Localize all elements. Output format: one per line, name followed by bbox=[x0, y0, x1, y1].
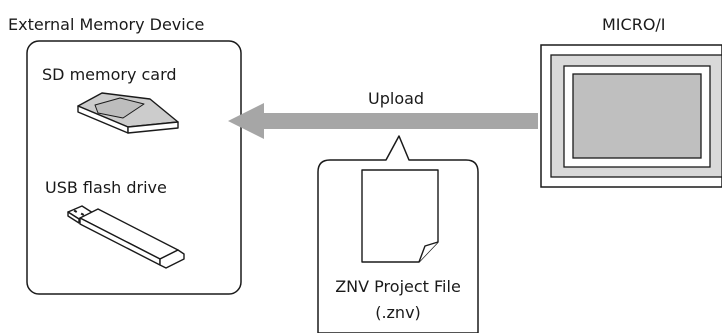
touchscreen-display-icon bbox=[540, 44, 722, 188]
project-file-extension: (.znv) bbox=[375, 303, 421, 322]
micro-i-title: MICRO/I bbox=[602, 15, 666, 34]
usb-flash-drive-label: USB flash drive bbox=[45, 178, 167, 197]
left-arrow-icon bbox=[228, 103, 538, 139]
project-file-label: ZNV Project File bbox=[335, 277, 461, 296]
sd-card-icon bbox=[77, 92, 179, 134]
sd-card-label: SD memory card bbox=[42, 65, 177, 84]
document-file-icon bbox=[361, 169, 439, 263]
external-memory-device-title: External Memory Device bbox=[8, 15, 204, 34]
upload-label: Upload bbox=[368, 89, 424, 108]
usb-flash-drive-icon bbox=[67, 205, 185, 269]
